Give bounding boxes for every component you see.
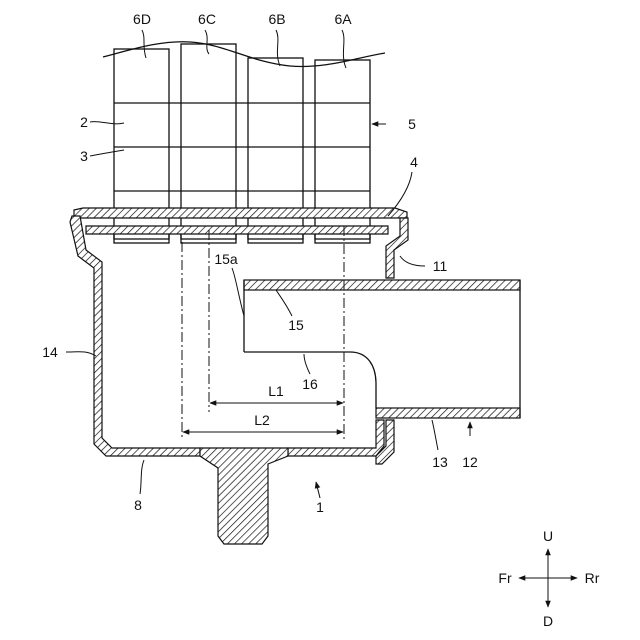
label-12: 12 [462,454,478,470]
label-l1: L1 [268,383,284,399]
label-14: 14 [42,344,58,360]
leader-11 [400,256,425,266]
compass-front-label: Fr [498,570,512,586]
case-right-wall [386,218,408,278]
label-6a: 6A [334,11,352,27]
reference-labels: 6D 6C 6B 6A 2 3 5 4 11 15a 15 14 16 L1 L… [42,11,478,515]
top-flange [74,208,407,218]
label-2: 2 [80,114,88,130]
duct [244,280,520,418]
dimensions [182,226,344,440]
leader-16 [304,354,310,374]
leader-6b [276,30,280,66]
case [70,216,408,544]
label-16: 16 [302,376,318,392]
orientation-compass: U D Fr Rr [498,528,599,629]
lid-plate [86,226,388,234]
label-15: 15 [288,317,304,333]
leader-6d [142,30,146,58]
duct-lower-wall-13 [376,408,520,418]
label-11: 11 [433,258,448,274]
label-15a: 15a [214,251,238,267]
label-5: 5 [408,116,416,132]
label-l2: L2 [254,412,270,428]
label-3: 3 [80,148,88,164]
case-left-wall [70,216,200,456]
duct-upper-wall-15 [244,280,520,290]
lid-flange [74,208,407,234]
leader-15 [276,290,292,316]
leader-3 [90,150,124,156]
label-6d: 6D [133,11,151,27]
mount-bracket [200,448,288,544]
label-6b: 6B [268,11,285,27]
leader-14 [66,352,96,356]
label-8: 8 [134,497,142,513]
compass-up-label: U [543,528,553,544]
leader-1 [316,482,320,498]
leader-13 [432,420,438,450]
label-6c: 6C [198,11,216,27]
leader-2 [90,122,124,124]
label-4: 4 [410,154,418,170]
label-1: 1 [316,499,324,515]
compass-rear-label: Rr [585,570,600,586]
leader-8 [140,460,144,494]
leader-15a [232,268,244,316]
label-13: 13 [432,454,448,470]
compass-down-label: D [543,613,553,629]
leader-6c [205,30,209,54]
case-bottom-right [288,420,384,456]
